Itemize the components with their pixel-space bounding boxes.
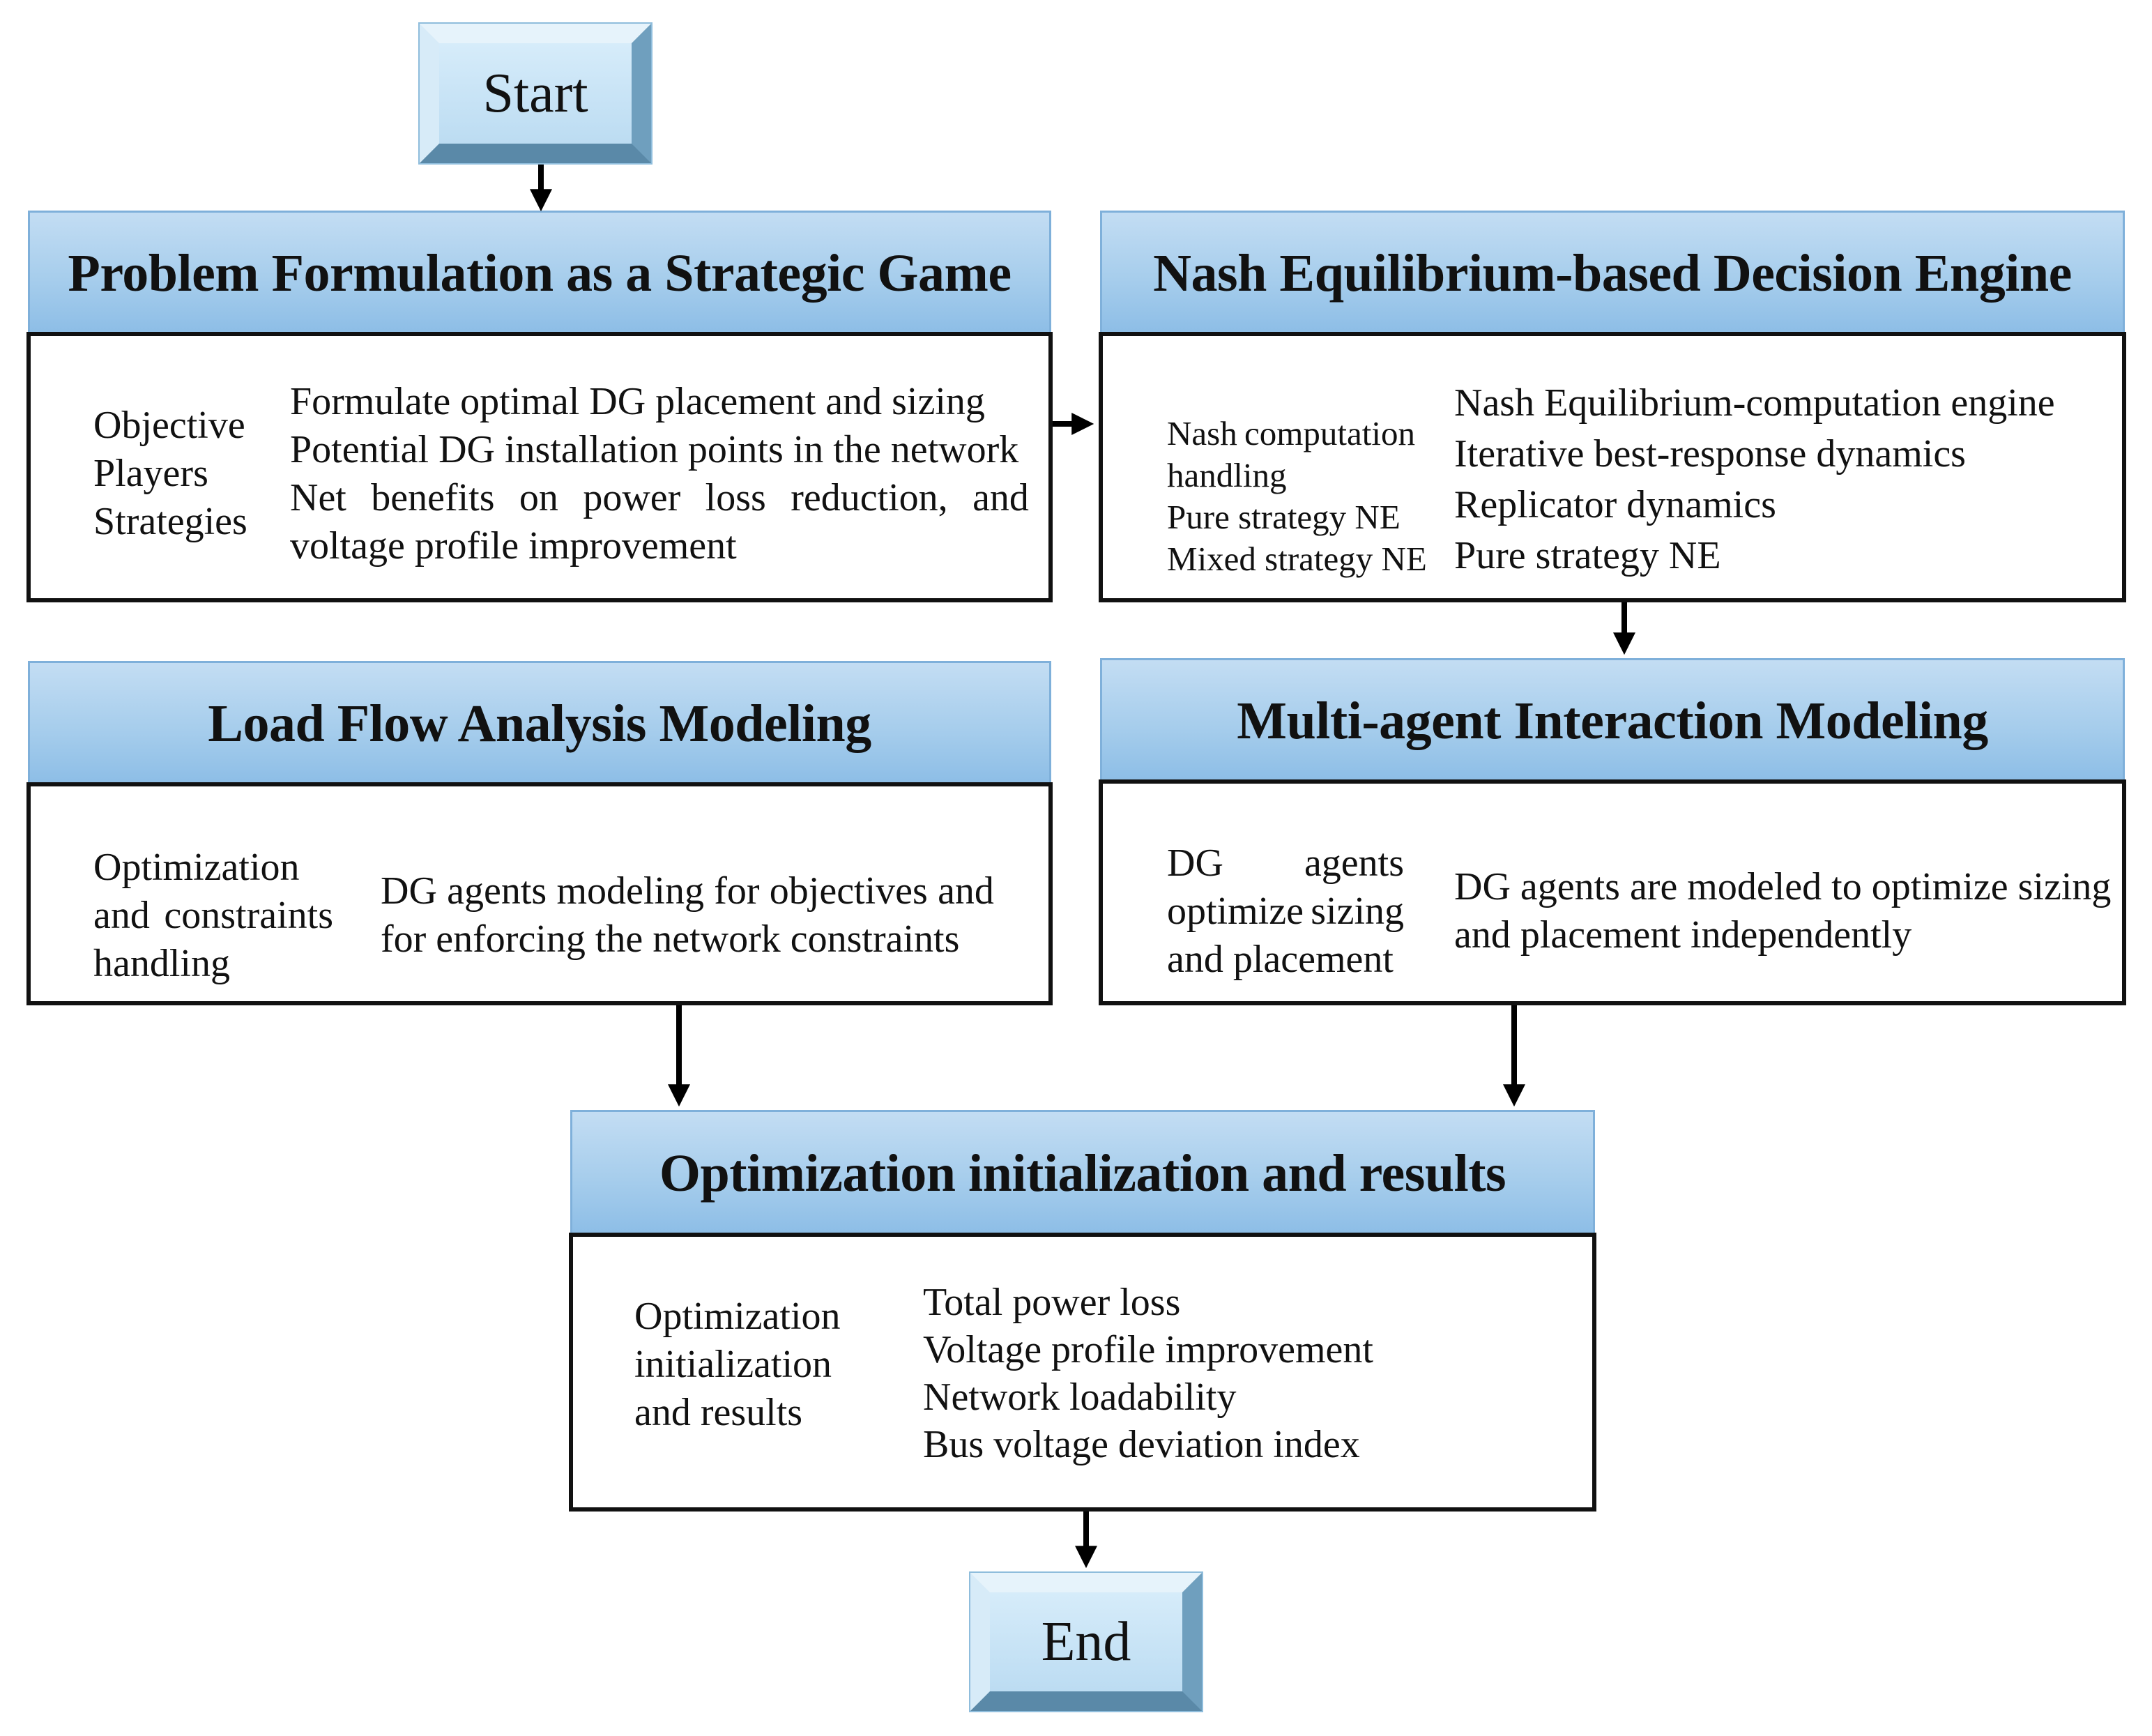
word: DG bbox=[381, 869, 437, 913]
word: on bbox=[519, 476, 558, 519]
label-line-justified: optimize sizing bbox=[1167, 888, 1404, 936]
word: and bbox=[972, 476, 1029, 519]
start-terminator: Start bbox=[418, 22, 653, 165]
word: optimize bbox=[1167, 890, 1304, 933]
end-label: End bbox=[990, 1592, 1182, 1691]
problem-formulation-header: Problem Formulation as a Strategic Game bbox=[28, 211, 1051, 335]
label-line: initialization bbox=[634, 1343, 832, 1386]
word: and bbox=[938, 869, 994, 913]
detail-line: Replicator dynamics bbox=[1454, 483, 1776, 526]
label-line: Mixed strategy NE bbox=[1167, 540, 1427, 578]
detail-line: Total power loss bbox=[923, 1281, 1181, 1324]
label-players: Players bbox=[93, 452, 208, 495]
label-line-justified: DG agents bbox=[1167, 839, 1404, 888]
word: and bbox=[93, 894, 150, 937]
detail-line: Nash Equilibrium-computation engine bbox=[1454, 381, 2055, 425]
nash-engine-body: Nash computation handling Pure strategy … bbox=[1099, 332, 2126, 602]
optimization-labels: Optimization initialization and results bbox=[634, 1293, 841, 1437]
load-flow-header: Load Flow Analysis Modeling bbox=[28, 661, 1051, 785]
optimization-header: Optimization initialization and results bbox=[570, 1110, 1595, 1235]
label-line: Pure strategy NE bbox=[1167, 498, 1401, 536]
word: sizing bbox=[1311, 890, 1404, 933]
problem-formulation-labels: Objective Players Strategies bbox=[93, 402, 247, 546]
detail-line: Iterative best-response dynamics bbox=[1454, 432, 1966, 475]
label-line-justified: and constraints bbox=[93, 892, 333, 940]
detail-line: Network loadability bbox=[923, 1376, 1237, 1419]
nash-engine-labels: Nash computation handling Pure strategy … bbox=[1167, 413, 1427, 580]
detail-line: voltage profile improvement bbox=[290, 524, 737, 568]
detail-line: Formulate optimal DG placement and sizin… bbox=[290, 380, 985, 423]
word: constraints bbox=[164, 894, 333, 937]
word: loss bbox=[705, 476, 766, 519]
word: benefits bbox=[371, 476, 495, 519]
word: DG bbox=[1167, 842, 1223, 885]
nash-engine-details: Nash Equilibrium-computation engine Iter… bbox=[1454, 378, 2055, 581]
label-objective: Objective bbox=[93, 404, 245, 447]
load-flow-body: Optimization and constraints handling DG… bbox=[26, 782, 1053, 1005]
load-flow-labels: Optimization and constraints handling bbox=[93, 844, 333, 988]
label-line: and results bbox=[634, 1391, 803, 1434]
start-label: Start bbox=[439, 43, 632, 144]
word: for bbox=[714, 869, 760, 913]
word: agents bbox=[447, 869, 547, 913]
label-line: and placement bbox=[1167, 938, 1394, 981]
label-line: Optimization bbox=[93, 846, 300, 889]
detail-line: Voltage profile improvement bbox=[923, 1328, 1373, 1371]
end-terminator: End bbox=[969, 1571, 1203, 1712]
label-line-justified: Nash computation bbox=[1167, 413, 1415, 455]
multi-agent-header: Multi-agent Interaction Modeling bbox=[1100, 658, 2125, 782]
word: Net bbox=[290, 476, 346, 519]
word: agents bbox=[1304, 842, 1404, 885]
detail-line-justified: Net benefits on power loss reduction, an… bbox=[290, 474, 1029, 522]
detail-line: and placement independently bbox=[1454, 913, 1912, 957]
problem-formulation-details: Formulate optimal DG placement and sizin… bbox=[290, 378, 1029, 570]
word: computation bbox=[1244, 414, 1415, 452]
load-flow-details: DG agents modeling for objectives and fo… bbox=[381, 867, 994, 964]
label-strategies: Strategies bbox=[93, 500, 247, 543]
detail-line-justified: DG agents modeling for objectives and bbox=[381, 867, 994, 915]
word: modeling bbox=[556, 869, 704, 913]
detail-line: Potential DG installation points in the … bbox=[290, 428, 1019, 471]
optimization-body: Optimization initialization and results … bbox=[569, 1233, 1596, 1512]
word: power bbox=[583, 476, 681, 519]
label-line: handling bbox=[1167, 456, 1287, 494]
detail-line: Pure strategy NE bbox=[1454, 534, 1721, 577]
problem-formulation-body: Objective Players Strategies Formulate o… bbox=[26, 332, 1053, 602]
word: Nash bbox=[1167, 414, 1237, 452]
label-line: Optimization bbox=[634, 1295, 841, 1338]
nash-engine-header: Nash Equilibrium-based Decision Engine bbox=[1100, 211, 2125, 335]
optimization-details: Total power loss Voltage profile improve… bbox=[923, 1279, 1373, 1468]
detail-line: Bus voltage deviation index bbox=[923, 1423, 1360, 1466]
multi-agent-details: DG agents are modeled to optimize sizing… bbox=[1454, 863, 2111, 959]
word: reduction, bbox=[791, 476, 948, 519]
detail-line: for enforcing the network constraints bbox=[381, 918, 960, 961]
label-line: handling bbox=[93, 942, 230, 985]
word: objectives bbox=[769, 869, 928, 913]
detail-line: DG agents are modeled to optimize sizing bbox=[1454, 865, 2112, 908]
multi-agent-body: DG agents optimize sizing and placement … bbox=[1099, 779, 2126, 1005]
multi-agent-labels: DG agents optimize sizing and placement bbox=[1167, 839, 1404, 984]
